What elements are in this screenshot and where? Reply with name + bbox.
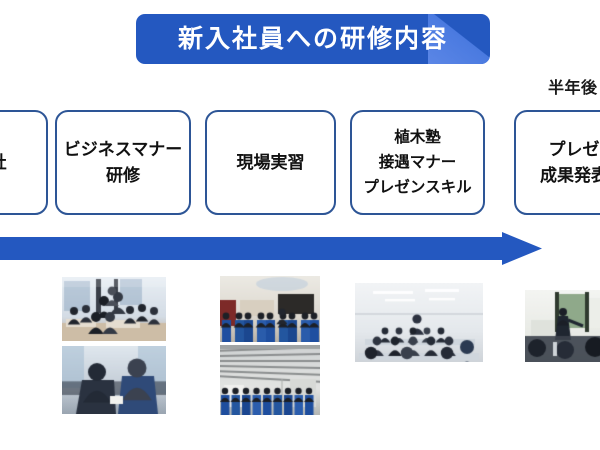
step-box-2: ビジネスマナー 研修 — [55, 110, 191, 215]
photo-factory-tour — [220, 345, 320, 415]
photo-group-work — [62, 277, 166, 341]
timeline-arrow-icon — [0, 232, 542, 265]
step-box-4: 植木塾 接遇マナー プレゼンスキル — [350, 110, 485, 215]
page-title: 新入社員への研修内容 — [177, 24, 448, 53]
step-box-1: 社 — [0, 110, 48, 215]
half-year-caption: 半年後 — [548, 78, 598, 97]
photo-business-card-exchange — [62, 346, 166, 414]
photo-seminar-room — [355, 283, 483, 362]
step-box-5-line-2: 成果発表 — [540, 165, 600, 186]
step-box-5: プレゼ 成果発表 — [514, 110, 600, 215]
step-box-3: 現場実習 — [205, 110, 336, 215]
step-box-2-line-1: ビジネスマナー — [63, 139, 183, 160]
photo-site-tour — [220, 276, 320, 342]
step-box-2-line-2: 研修 — [106, 165, 140, 186]
title-banner: 新入社員への研修内容 — [136, 14, 490, 64]
step-box-4-line-2: 接遇マナー — [378, 153, 457, 171]
step-box-5-line-1: プレゼ — [548, 139, 600, 160]
photo-presentation — [525, 290, 600, 362]
step-box-4-line-1: 植木塾 — [394, 128, 441, 146]
step-box-4-line-3: プレゼンスキル — [363, 178, 472, 196]
step-box-3-line-1: 現場実習 — [236, 152, 305, 173]
step-box-1-line-1: 社 — [0, 150, 7, 176]
